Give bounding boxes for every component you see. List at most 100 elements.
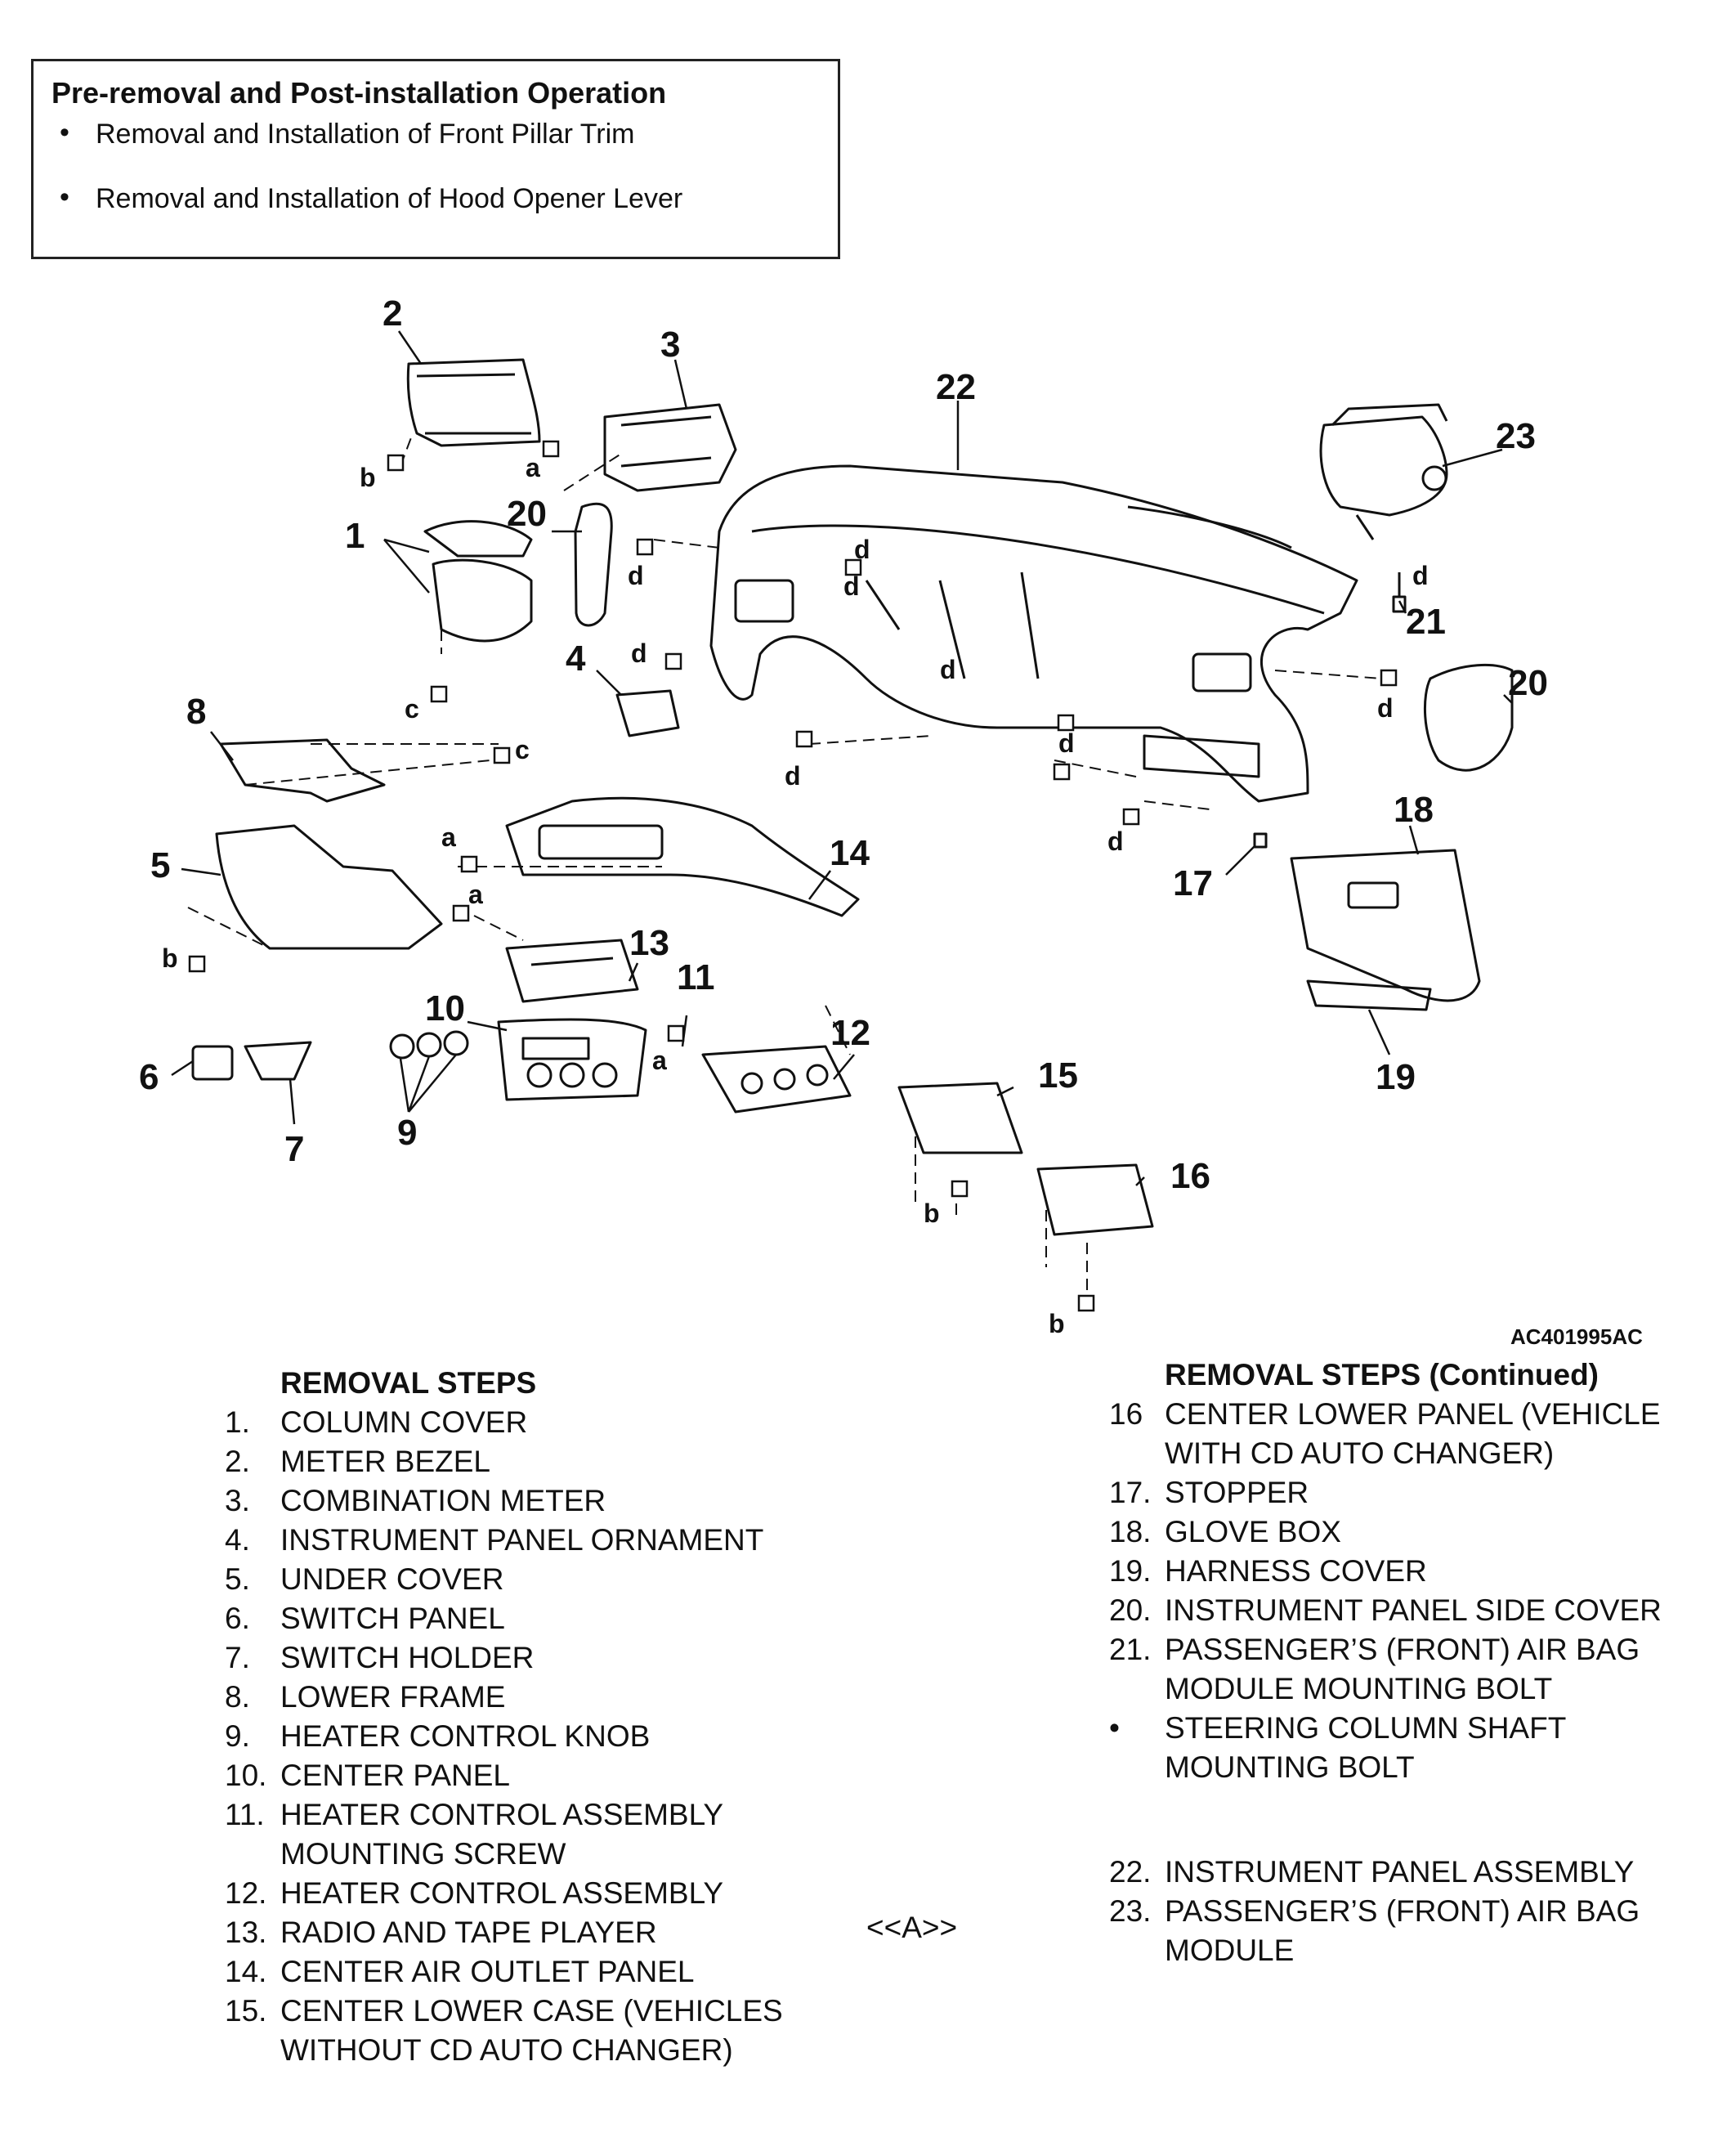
step-row: WITH CD AUTO CHANGER) — [1165, 1436, 1555, 1470]
fastener-letter-a: a — [652, 1046, 667, 1075]
pre-operation-item: Removal and Installation of Hood Opener … — [60, 181, 820, 215]
service-marker-a: <<A>> — [866, 1911, 958, 1944]
callout-20b: 20 — [1508, 663, 1548, 703]
glove-box — [1290, 849, 1481, 1002]
under-cover — [215, 824, 443, 950]
fastener-letter-d: d — [1412, 561, 1429, 590]
side-cover-left — [574, 502, 613, 627]
step-row: 7.SWITCH HOLDER — [225, 1641, 535, 1674]
side-cover-right — [1424, 664, 1514, 772]
step-row: 18.GLOVE BOX — [1109, 1515, 1341, 1548]
callout-10: 10 — [425, 988, 465, 1028]
meter-bezel — [406, 358, 541, 447]
callout-18: 18 — [1394, 790, 1434, 830]
step-row: 13.RADIO AND TAPE PLAYER — [225, 1916, 657, 1949]
fastener-letter-a: a — [441, 822, 456, 852]
step-row: 10.CENTER PANEL — [225, 1759, 510, 1792]
step-row: 19.HARNESS COVER — [1109, 1554, 1427, 1588]
callout-3: 3 — [660, 325, 680, 365]
step-row: 15.CENTER LOWER CASE (VEHICLES — [225, 1994, 783, 2028]
callout-20a: 20 — [507, 494, 547, 534]
step-row: 17.STOPPER — [1109, 1476, 1309, 1509]
lower-frame — [219, 738, 386, 803]
callout-9: 9 — [397, 1113, 417, 1153]
pre-operation-box: Pre-removal and Post-installation Operat… — [31, 59, 840, 259]
fastener-letter-a: a — [526, 453, 540, 482]
removal-steps-continued-title: REMOVAL STEPS (Continued) — [1165, 1358, 1600, 1391]
step-row: 4.INSTRUMENT PANEL ORNAMENT — [225, 1523, 764, 1557]
callout-11: 11 — [677, 957, 715, 997]
step-row: 22.INSTRUMENT PANEL ASSEMBLY — [1109, 1855, 1635, 1889]
fastener-letter-a: a — [468, 880, 483, 909]
callout-14: 14 — [830, 833, 870, 873]
step-row: 8.LOWER FRAME — [225, 1680, 506, 1714]
step-row: 6.SWITCH PANEL — [225, 1602, 505, 1635]
figure-id: AC401995AC — [1510, 1324, 1643, 1349]
callout-23: 23 — [1496, 416, 1536, 456]
fastener-letter-b: b — [162, 943, 178, 973]
callout-12: 12 — [830, 1013, 870, 1053]
callout-13: 13 — [629, 923, 669, 963]
fastener-letter-d: d — [1058, 728, 1075, 758]
step-row: 2.METER BEZEL — [225, 1445, 490, 1478]
step-row: MODULE MOUNTING BOLT — [1165, 1672, 1553, 1705]
step-row: 3.COMBINATION METER — [225, 1484, 606, 1517]
callout-7: 7 — [284, 1129, 304, 1169]
instrument-panel-ornament — [615, 689, 680, 737]
switch-holder — [244, 1041, 312, 1081]
step-row: 5.UNDER COVER — [225, 1562, 504, 1596]
step-row: 9.HEATER CONTROL KNOB — [225, 1719, 651, 1753]
fastener-letter-b: b — [360, 463, 376, 492]
removal-steps: REMOVAL STEPS 1.COLUMN COVER 2.METER BEZ… — [225, 1364, 783, 2070]
center-air-outlet-panel — [505, 796, 860, 917]
fastener-letter-b: b — [1049, 1309, 1065, 1338]
heater-control-assembly — [701, 1045, 852, 1114]
step-row: 12.HEATER CONTROL ASSEMBLY — [225, 1876, 724, 1910]
combination-meter — [603, 403, 737, 492]
step-row: 11.HEATER CONTROL ASSEMBLY — [225, 1798, 724, 1831]
callout-2: 2 — [383, 294, 402, 334]
step-row: MOUNTING BOLT — [1165, 1750, 1415, 1784]
step-row: 21.PASSENGER’S (FRONT) AIR BAG — [1109, 1633, 1640, 1666]
fastener-letter-d: d — [628, 561, 644, 590]
radio-tape-player — [505, 939, 639, 1003]
fastener-letter-d: d — [631, 639, 647, 668]
center-panel — [497, 1018, 647, 1101]
harness-cover — [1306, 979, 1432, 1011]
callout-17: 17 — [1173, 863, 1213, 903]
removal-steps-title: REMOVAL STEPS — [280, 1366, 537, 1400]
callout-8: 8 — [186, 692, 206, 732]
callout-5: 5 — [150, 845, 170, 885]
step-row: MOUNTING SCREW — [280, 1837, 566, 1871]
fastener-letter-d: d — [854, 535, 870, 564]
pre-operation-title: Pre-removal and Post-installation Operat… — [51, 76, 667, 110]
step-row: 20.INSTRUMENT PANEL SIDE COVER — [1109, 1593, 1662, 1627]
center-lower-panel — [1036, 1163, 1154, 1236]
callout-4: 4 — [566, 639, 586, 679]
exploded-diagram: 2 3 22 23 20 1 4 21 20 8 18 14 5 17 13 1… — [139, 294, 1548, 1338]
step-row: 1.COLUMN COVER — [225, 1405, 528, 1439]
callout-19: 19 — [1376, 1057, 1416, 1097]
switch-panel — [191, 1045, 234, 1081]
fastener-letter-d: d — [843, 571, 860, 601]
instrument-panel-assembly — [709, 464, 1358, 803]
step-row — [1109, 1787, 1662, 1826]
fastener-letter-d: d — [1107, 827, 1124, 856]
step-row: MODULE — [1165, 1934, 1295, 1967]
column-cover — [423, 520, 533, 558]
fastener-letter-c: c — [515, 735, 530, 764]
callout-15: 15 — [1038, 1055, 1078, 1096]
fastener-letter-d: d — [940, 655, 956, 684]
callout-22: 22 — [936, 367, 976, 407]
fastener-letter-d: d — [1377, 693, 1394, 723]
callout-6: 6 — [139, 1057, 159, 1097]
step-row: 23.PASSENGER’S (FRONT) AIR BAG — [1109, 1894, 1640, 1928]
passenger-air-bag-module — [1319, 415, 1448, 517]
fastener-letter-b: b — [924, 1199, 940, 1228]
fastener-letter-c: c — [405, 694, 419, 724]
step-row: 14.CENTER AIR OUTLET PANEL — [225, 1955, 695, 1988]
pre-operation-item: Removal and Installation of Front Pillar… — [60, 117, 820, 150]
fastener-letter-d: d — [785, 761, 801, 791]
